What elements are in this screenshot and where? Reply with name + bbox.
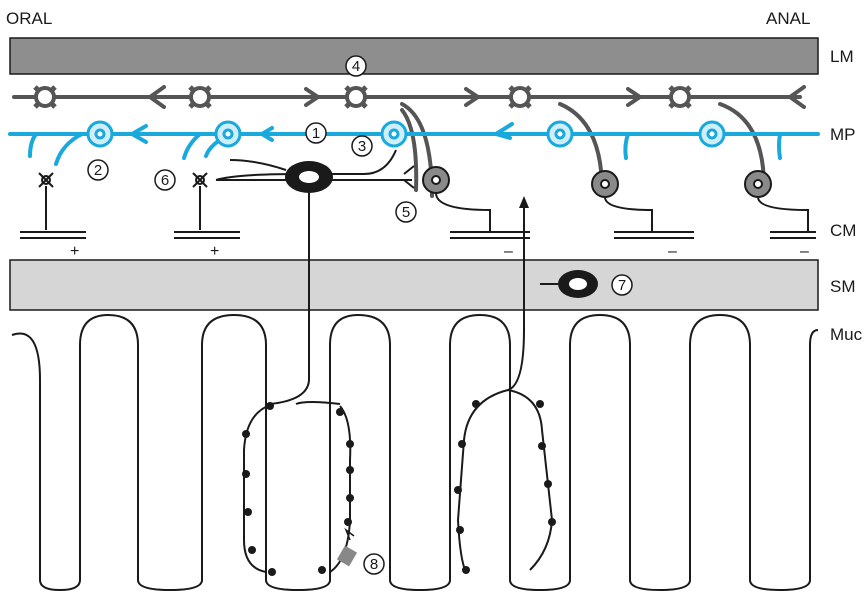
plus-sign-2: +	[210, 243, 219, 260]
cm-label: CM	[830, 221, 856, 240]
svg-text:2: 2	[94, 162, 102, 179]
submucosa-band	[9, 259, 819, 311]
interneuron-cells	[86, 120, 726, 148]
svg-text:4: 4	[352, 58, 360, 75]
sensory-loop-right-terminals	[454, 400, 556, 574]
svg-text:3: 3	[358, 138, 366, 155]
marker-2: 2	[87, 159, 109, 181]
cm-inhibitory-junctions	[435, 192, 816, 239]
marker-5: 5	[395, 201, 417, 223]
marker-4: 4	[345, 55, 367, 77]
sensory-loop-left	[243, 401, 352, 573]
sensory-loop-left-terminals	[242, 402, 354, 576]
mucosa-outline	[11, 313, 819, 592]
svg-text:1: 1	[312, 125, 320, 142]
svg-text:6: 6	[161, 172, 169, 189]
minus-sign-3: –	[800, 243, 809, 260]
svg-text:5: 5	[402, 204, 410, 221]
lm-label: LM	[830, 47, 854, 66]
muc-label: Muc	[830, 325, 863, 344]
minus-sign-1: –	[504, 243, 513, 260]
ascending-arrowhead	[519, 196, 529, 208]
svg-text:8: 8	[370, 556, 378, 573]
marker-3: 3	[351, 135, 373, 157]
inhibitory-motor-neurons	[422, 166, 772, 198]
mechanosensor-block	[336, 545, 358, 567]
plus-sign-1: +	[70, 243, 79, 260]
sensor-arrow	[344, 527, 355, 541]
sm-label: SM	[830, 277, 856, 296]
sensory-loop-right	[456, 203, 554, 573]
cm-excitatory-junctions	[20, 186, 240, 239]
cm-excitatory-neurons	[38, 172, 208, 188]
marker-8: 8	[363, 553, 385, 575]
oral-label: ORAL	[6, 9, 52, 28]
sensory-neuron	[215, 149, 415, 405]
mp-label: MP	[830, 125, 856, 144]
lm-neurons	[33, 85, 692, 109]
longitudinal-muscle-band	[9, 37, 819, 75]
marker-7: 7	[611, 274, 633, 296]
minus-sign-2: –	[668, 243, 677, 260]
submucosal-neuron	[540, 270, 598, 298]
marker-1: 1	[305, 122, 327, 144]
svg-text:7: 7	[618, 277, 626, 294]
anal-label: ANAL	[766, 9, 810, 28]
marker-6: 6	[154, 169, 176, 191]
